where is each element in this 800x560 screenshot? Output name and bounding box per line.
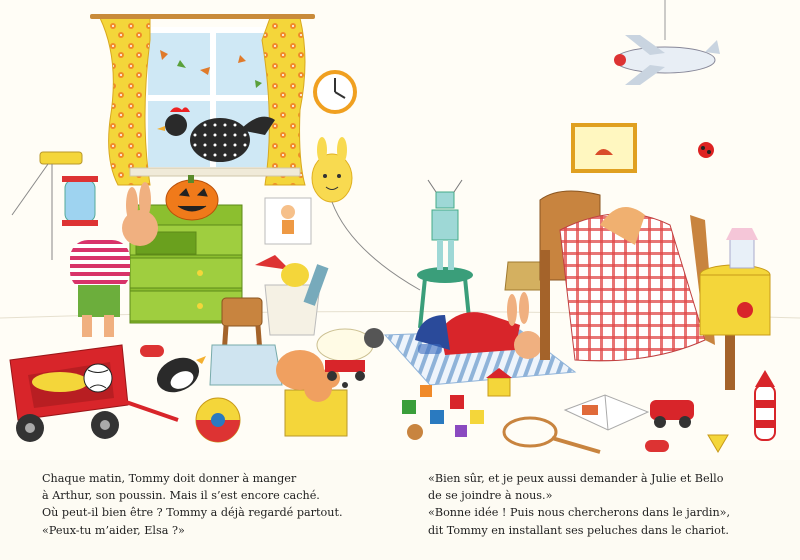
story-line: «Peux-tu m’aider, Elsa ?» — [42, 523, 185, 537]
building-blocks — [402, 368, 512, 437]
slipper — [140, 345, 164, 357]
penguin-plush — [156, 356, 206, 393]
story-line: dit Tommy en installant ses peluches dan… — [428, 523, 729, 537]
curtain-right — [261, 17, 306, 186]
crawling-rabbit — [415, 292, 542, 359]
tennis-racket — [502, 416, 601, 454]
bed — [539, 190, 735, 390]
bunny-balloon — [311, 137, 421, 291]
rocket-toy — [754, 370, 776, 441]
wooden-chair — [209, 297, 283, 386]
window-sill — [129, 167, 301, 177]
bedroom-illustration — [0, 0, 800, 454]
airplane-toy — [614, 0, 720, 85]
bunny-picture-frame — [571, 123, 637, 173]
clock-icon — [313, 70, 357, 114]
story-line: «Bonne idée ! Puis nous chercherons dans… — [428, 506, 731, 520]
story-line: Où peut-il bien être ? Tommy a déjà rega… — [42, 506, 343, 520]
drawing-on-wall — [264, 197, 312, 245]
bedside-table — [699, 228, 771, 336]
bag — [504, 261, 546, 291]
hen-illustration — [157, 107, 275, 162]
tommy-rabbit — [70, 182, 158, 337]
sheep-pull-toy — [316, 328, 384, 381]
spinning-top — [707, 434, 729, 453]
pumpkin — [165, 175, 219, 221]
story-text-right: «Bien sûr, et je peux aussi demander à J… — [428, 470, 730, 539]
ball-toy — [195, 397, 241, 443]
story-line: «Bien sûr, et je peux aussi demander à J… — [428, 472, 724, 485]
ladybug-icon — [698, 142, 714, 158]
story-text-left: Chaque matin, Tommy doit donner à manger… — [42, 470, 343, 539]
red-wagon — [9, 344, 179, 442]
open-book — [563, 394, 650, 431]
wall-hooks — [11, 151, 98, 260]
curtain-rod — [90, 14, 315, 19]
toy-car — [650, 400, 694, 428]
curtain-left — [99, 17, 151, 186]
story-line: à Arthur, son poussin. Mais il s’est enc… — [42, 489, 320, 503]
teddy-bear — [276, 350, 348, 437]
story-line: Chaque matin, Tommy doit donner à manger — [42, 472, 297, 485]
toy-bin — [255, 255, 329, 336]
story-line: de se joindre à nous.» — [428, 489, 553, 503]
small-toy — [407, 424, 423, 440]
slipper — [645, 440, 669, 452]
